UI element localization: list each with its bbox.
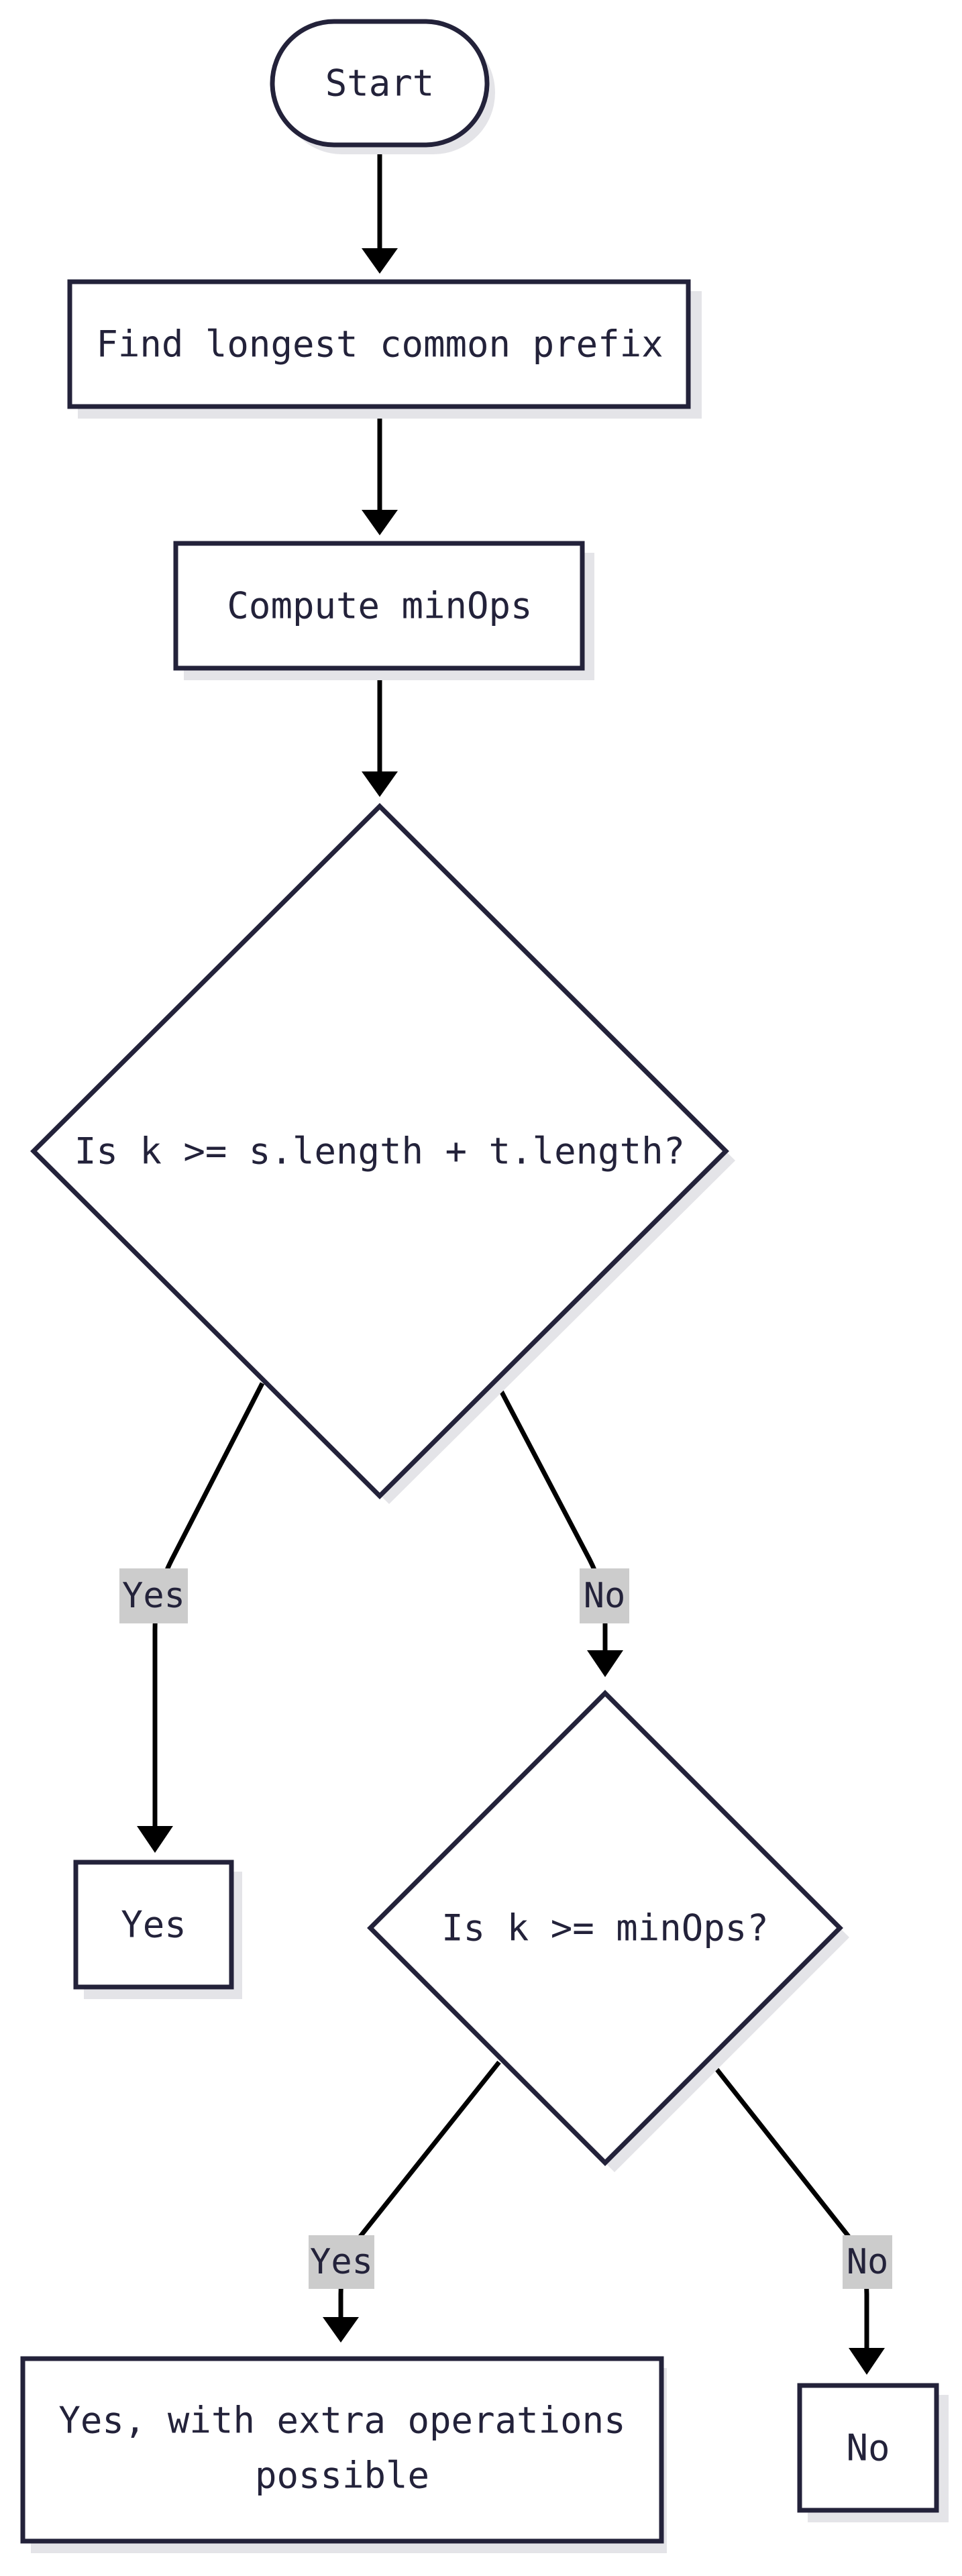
decision-total-length: Is k >= s.length + t.length? <box>30 803 735 1504</box>
svg-text:No: No <box>847 2242 889 2282</box>
arrowhead-prefix <box>362 248 398 274</box>
edge-labels: Yes No Yes No <box>119 1568 892 2289</box>
arrowhead-decision1 <box>362 771 398 797</box>
svg-text:Is k >= minOps?: Is k >= minOps? <box>441 1907 769 1949</box>
svg-text:Find longest common prefix: Find longest common prefix <box>96 323 663 366</box>
nodes: Start Find longest common prefix Compute… <box>20 19 949 2553</box>
node-no-result: No <box>797 2383 949 2522</box>
arrowhead-decision2 <box>587 1650 623 1677</box>
edge-label-decision2-no: No <box>843 2235 892 2289</box>
svg-text:Is k >= s.length + t.length?: Is k >= s.length + t.length? <box>74 1130 685 1173</box>
node-yes-result: Yes <box>73 1860 242 1999</box>
svg-text:Start: Start <box>325 62 435 105</box>
decision-min-ops: Is k >= minOps? <box>367 1690 849 2172</box>
edge-label-decision1-yes: Yes <box>119 1568 188 1623</box>
edge-label-decision1-no: No <box>580 1568 629 1623</box>
arrowhead-extra <box>323 2317 359 2343</box>
node-start: Start <box>270 19 495 154</box>
arrowhead-yes1 <box>137 1826 173 1853</box>
svg-text:Yes: Yes <box>122 1576 185 1616</box>
node-yes-extra-operations: Yes, with extra operations possible <box>20 2356 667 2553</box>
svg-text:Yes, with extra operations: Yes, with extra operations <box>58 2400 625 2442</box>
edge-label-decision2-yes: Yes <box>309 2235 374 2289</box>
svg-text:Yes: Yes <box>121 1904 186 1946</box>
svg-text:No: No <box>584 1576 626 1616</box>
arrowhead-no-final <box>849 2348 885 2375</box>
node-find-prefix: Find longest common prefix <box>67 279 702 419</box>
svg-text:Yes: Yes <box>310 2242 373 2282</box>
node-compute-minops: Compute minOps <box>173 541 594 680</box>
edge-decision2-no <box>709 2060 869 2348</box>
arrowhead-compute <box>362 510 398 535</box>
svg-text:possible: possible <box>255 2455 429 2497</box>
svg-text:Compute minOps: Compute minOps <box>227 585 532 627</box>
svg-text:No: No <box>846 2427 890 2469</box>
